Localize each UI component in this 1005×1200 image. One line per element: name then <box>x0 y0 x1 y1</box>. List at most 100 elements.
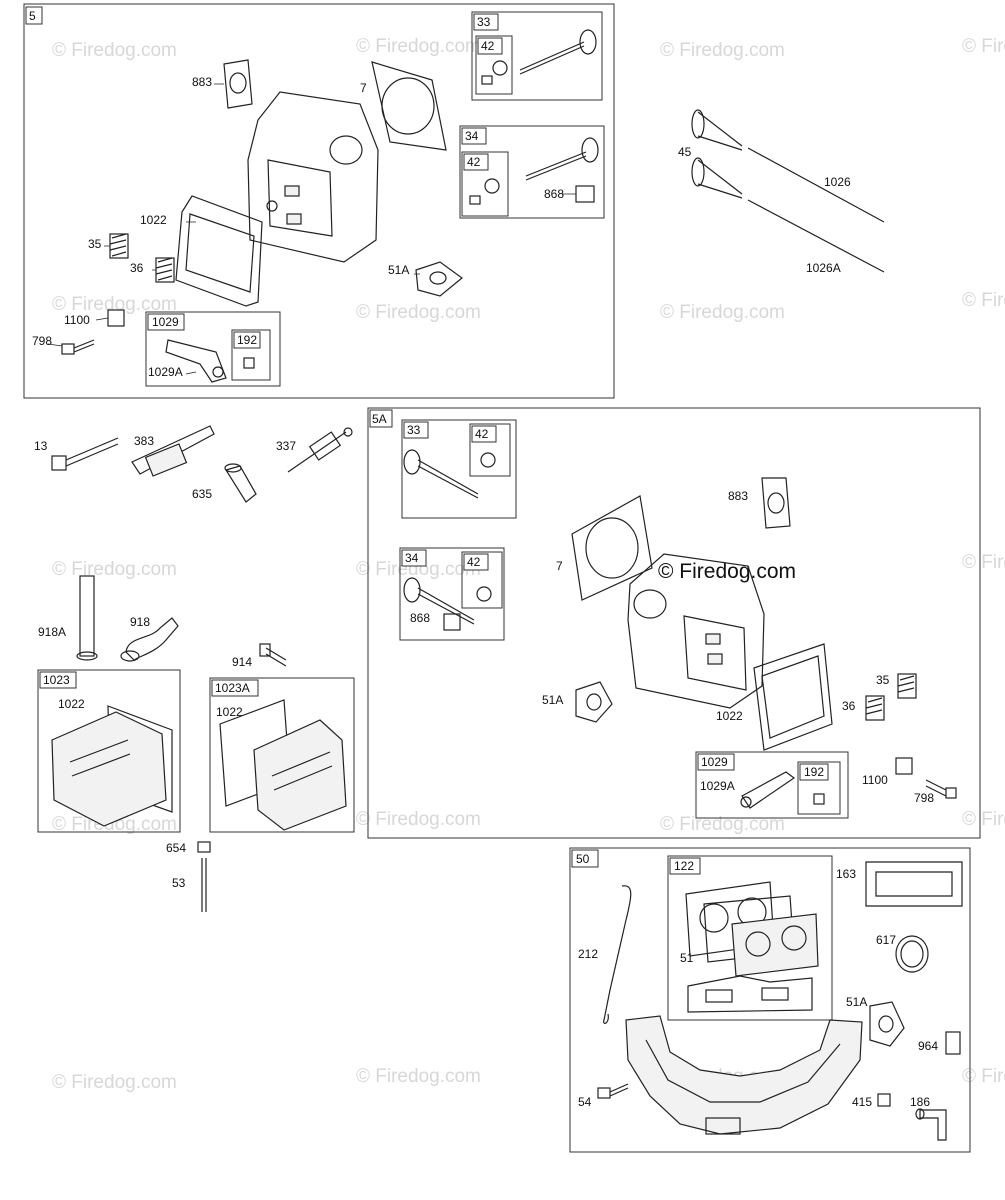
rocker-cover-1023A[interactable] <box>219 699 347 831</box>
hose-918[interactable] <box>120 617 179 662</box>
nut-415[interactable] <box>877 1093 891 1107</box>
ignition-module-383[interactable] <box>131 425 215 477</box>
part-label[interactable]: 415 <box>852 1095 872 1109</box>
part-label[interactable]: 798 <box>32 334 52 348</box>
part-label[interactable]: 53 <box>172 876 186 890</box>
part-label[interactable]: 1100 <box>862 773 888 787</box>
part-label[interactable]: 635 <box>192 487 212 501</box>
part-label[interactable]: 1100 <box>64 313 90 327</box>
screw-54[interactable] <box>597 1083 629 1099</box>
part-label[interactable]: 868 <box>410 611 430 625</box>
valve-33[interactable] <box>403 449 479 499</box>
valve-34[interactable] <box>525 137 599 181</box>
part-label[interactable]: 883 <box>192 75 212 89</box>
part-label[interactable]: 883 <box>728 489 748 503</box>
part-label[interactable]: 798 <box>914 791 934 805</box>
part-label[interactable]: 51A <box>846 995 867 1009</box>
screw-798[interactable] <box>925 779 957 799</box>
part-label[interactable]: 1029A <box>700 779 735 793</box>
exhaust-gasket-883[interactable] <box>223 59 253 109</box>
valve-33[interactable] <box>519 29 597 75</box>
group-5A[interactable]: 5A 33 42 34 42 868 7 <box>367 407 981 839</box>
valve-retainer[interactable] <box>476 586 492 602</box>
rocker-cover-1023[interactable] <box>51 705 173 827</box>
part-label[interactable]: 868 <box>544 187 564 201</box>
push-rods[interactable]: 45 1026 1026A <box>678 109 885 275</box>
group-5[interactable]: 5 883 7 1022 <box>23 3 615 399</box>
lifter-45[interactable] <box>691 109 743 199</box>
spark-plug-boot-635[interactable] <box>224 463 257 503</box>
part-label[interactable]: 186 <box>910 1095 930 1109</box>
screw-798[interactable] <box>61 339 95 355</box>
part-label[interactable]: 35 <box>876 673 890 687</box>
valve-retainer[interactable] <box>484 178 500 194</box>
spark-plug-337[interactable] <box>287 427 353 473</box>
exhaust-gasket-883[interactable] <box>761 477 791 529</box>
part-label[interactable]: 163 <box>836 867 856 881</box>
part-label[interactable]: 51 <box>680 951 694 965</box>
valve-spring-36[interactable] <box>155 257 175 283</box>
part-label[interactable]: 1026A <box>806 261 841 275</box>
part-label[interactable]: 1022 <box>716 709 743 723</box>
valve-retainer[interactable] <box>492 60 508 76</box>
part-label[interactable]: 7 <box>556 559 563 573</box>
rocker-arm-1029A[interactable] <box>740 771 796 809</box>
loose-parts[interactable]: 13 383 337 635 918A 918 <box>34 425 355 912</box>
nut-654[interactable] <box>197 841 211 853</box>
intake-gasket-51A[interactable] <box>575 681 613 723</box>
intake-gasket-51A[interactable] <box>415 261 463 297</box>
cylinder-head[interactable] <box>247 91 379 263</box>
valve-spring-35[interactable] <box>109 233 129 259</box>
valve-seal-868[interactable] <box>443 613 461 631</box>
push-rod-1026[interactable] <box>747 147 885 223</box>
exhaust-gasket-51A[interactable] <box>869 1001 905 1047</box>
part-label[interactable]: 36 <box>842 699 856 713</box>
part-label[interactable]: 45 <box>678 145 692 159</box>
rocker-arm-1029A[interactable] <box>165 339 227 383</box>
part-label[interactable]: 35 <box>88 237 102 251</box>
breather-1100[interactable] <box>895 757 913 775</box>
part-label[interactable]: 1022 <box>216 705 243 719</box>
part-label[interactable]: 7 <box>360 81 367 95</box>
part-label[interactable]: 54 <box>578 1095 592 1109</box>
part-label[interactable]: 36 <box>130 261 144 275</box>
part-label[interactable]: 51A <box>542 693 563 707</box>
gasket-163[interactable] <box>865 861 963 907</box>
part-label[interactable]: 1022 <box>140 213 167 227</box>
valve-seal-868[interactable] <box>575 185 595 203</box>
manifold-gasket[interactable] <box>687 975 813 1013</box>
part-label[interactable]: 918A <box>38 625 66 639</box>
o-ring-617[interactable] <box>895 935 929 973</box>
part-label[interactable]: 383 <box>134 434 154 448</box>
fitting-186[interactable] <box>915 1108 947 1141</box>
part-label[interactable]: 212 <box>578 947 598 961</box>
cylinder-head[interactable] <box>627 553 765 709</box>
part-label[interactable]: 964 <box>918 1039 938 1053</box>
part-label[interactable]: 914 <box>232 655 252 669</box>
part-label[interactable]: 337 <box>276 439 296 453</box>
head-gasket-7[interactable] <box>571 495 653 601</box>
valve-retainer[interactable] <box>480 452 496 468</box>
part-label[interactable]: 1022 <box>58 697 85 711</box>
part-label[interactable]: 1026 <box>824 175 851 189</box>
part-label[interactable]: 1029A <box>148 365 183 379</box>
valve-spring-36[interactable] <box>865 695 885 721</box>
part-label[interactable]: 13 <box>34 439 48 453</box>
part-label[interactable]: 654 <box>166 841 186 855</box>
part-label[interactable]: 617 <box>876 933 896 947</box>
nut-192[interactable] <box>813 793 825 805</box>
rocker-cover-gasket-1022[interactable] <box>175 195 263 307</box>
rocker-cover-gasket-1022[interactable] <box>753 643 833 751</box>
control-wire-212[interactable] <box>603 885 632 1024</box>
tube-918A[interactable] <box>76 575 98 661</box>
valve-spring-35[interactable] <box>897 673 917 699</box>
screw-914[interactable] <box>259 643 287 667</box>
valve-keeper[interactable] <box>481 75 493 85</box>
part-label[interactable]: 51A <box>388 263 409 277</box>
valve-34[interactable] <box>403 577 475 625</box>
part-label[interactable]: 918 <box>130 615 150 629</box>
push-rod-1026A[interactable] <box>747 199 885 273</box>
group-50[interactable]: 50 122 51 163 212 <box>569 847 971 1153</box>
head-gasket-7[interactable] <box>371 61 447 151</box>
bolt-13[interactable] <box>51 437 119 471</box>
